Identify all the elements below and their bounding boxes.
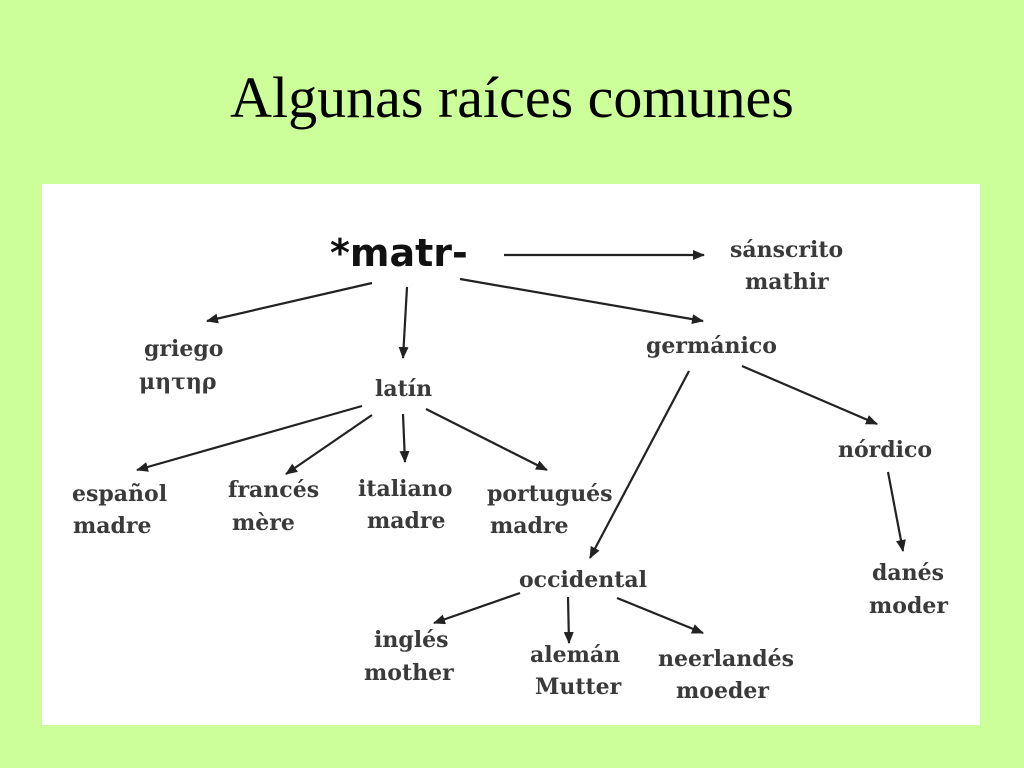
slide-title: Algunas raíces comunes [230, 65, 794, 130]
edge-root-germanic [459, 277, 704, 325]
edge-root-greek [206, 281, 373, 324]
language-tree-diagram: *matr- sánscrito mathir griego μητηρ lat… [72, 231, 948, 704]
node-portuguese-language: portugués [487, 481, 613, 507]
edge-western-dutch [616, 596, 704, 635]
edge-nordic-danish [886, 471, 906, 552]
node-greek-language: griego [144, 336, 223, 362]
node-english-language: inglés [374, 627, 448, 653]
root-term: *matr- [330, 231, 468, 275]
node-latin: latín [375, 376, 432, 402]
edge-latin-spanish [136, 404, 363, 472]
node-germanic: germánico [646, 333, 777, 359]
diagram-panel: *matr- sánscrito mathir griego μητηρ lat… [42, 184, 980, 725]
node-german-word: Mutter [535, 674, 622, 700]
node-french-language: francés [228, 477, 319, 503]
edge-germanic-western [589, 370, 690, 559]
edge-western-german [563, 596, 574, 644]
node-greek-word: μητηρ [139, 369, 217, 395]
edge-latin-italian [399, 413, 410, 463]
node-dutch-word: moeder [676, 678, 769, 704]
node-sanskrit-language: sánscrito [730, 237, 843, 263]
edge-germanic-nordic [741, 364, 878, 426]
node-western: occidental [519, 567, 647, 593]
node-spanish-language: español [72, 481, 167, 507]
node-portuguese-word: madre [490, 513, 569, 539]
node-danish-word: moder [869, 593, 948, 619]
node-italian-language: italiano [358, 476, 452, 502]
node-sanskrit-word: mathir [745, 269, 829, 295]
node-italian-word: madre [367, 508, 446, 534]
node-danish-language: danés [872, 560, 944, 586]
edge-western-english [433, 591, 521, 625]
node-dutch-language: neerlandés [658, 646, 794, 672]
node-english-word: mother [364, 660, 454, 686]
node-german-language: alemán [530, 642, 620, 668]
node-spanish-word: madre [73, 513, 152, 539]
node-french-word: mère [232, 510, 295, 536]
edge-latin-portuguese [425, 408, 548, 471]
node-nordic: nórdico [838, 437, 932, 463]
edge-root-latin [398, 286, 409, 359]
edge-latin-french [285, 414, 373, 475]
